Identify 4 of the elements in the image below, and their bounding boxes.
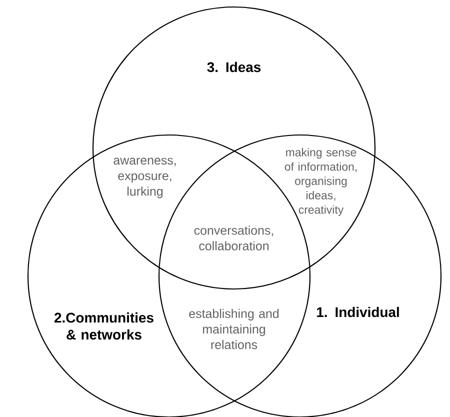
region-label: conversations, collaboration <box>194 226 274 250</box>
region-label: awareness, exposure, lurking <box>114 158 176 198</box>
region-label: making sense of information, organising ideas, creativity <box>284 148 357 216</box>
region-label: establishing and maintaining relations <box>189 308 279 350</box>
